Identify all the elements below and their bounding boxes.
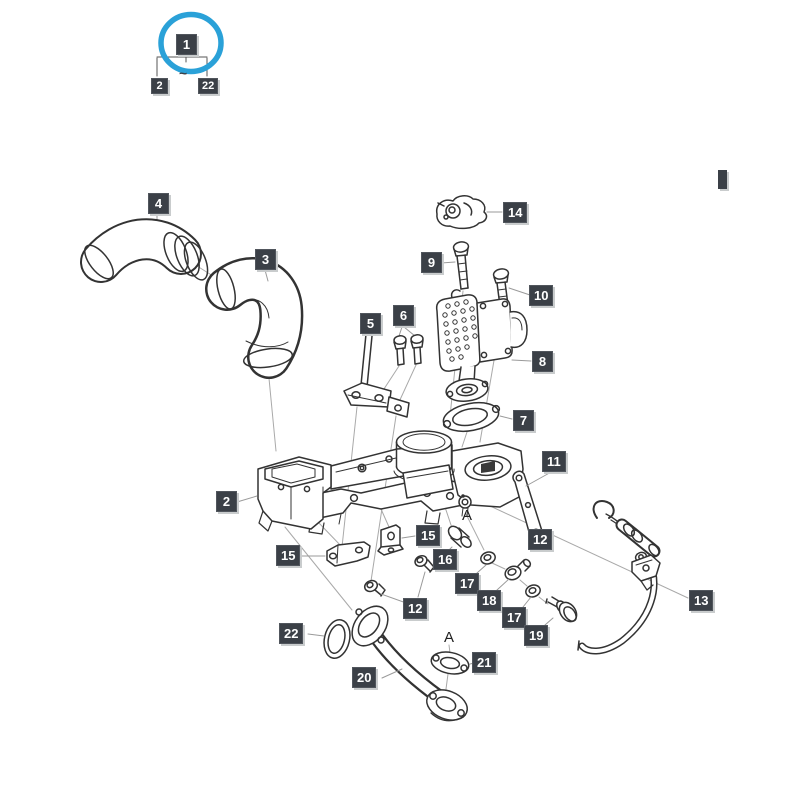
partial-label-edge [718,170,727,189]
part-label-5: 5 [360,313,381,334]
part-label-15-left: 15 [276,545,301,566]
part-label-16: 16 [433,549,458,570]
part-17-washers [476,551,541,608]
part-label-11: 11 [542,451,566,472]
part-label-17-upper: 17 [455,573,480,594]
part-label-4: 4 [148,193,169,214]
part-7-gasket [442,401,513,433]
ref-letter-a-bottom: A [444,629,455,646]
part-21-gasket [430,651,475,675]
part-label-3: 3 [255,249,276,270]
part-label-2-top: 2 [151,78,168,94]
part-label-6: 6 [393,305,414,326]
part-label-12-upper: 12 [528,529,553,550]
part-14-sensor [435,195,503,230]
part-9-bolt [440,241,470,290]
part-label-10: 10 [529,285,554,306]
part-4-hose [80,218,209,283]
part-5-bracket [343,329,410,418]
part-19-banjo-bolt [544,596,578,626]
part-label-17-lower: 17 [502,607,527,628]
part-label-2: 2 [216,491,237,512]
part-label-18: 18 [477,590,502,611]
part-18-elbow-fitting [496,558,532,591]
part-13-sensor-cable [577,500,661,655]
part-label-7: 7 [513,410,534,431]
part-label-22-top: 22 [198,78,219,94]
part-15-brackets [300,524,416,567]
part-16-plug [447,525,472,552]
part-12-bolts [363,554,435,605]
part-22-gasket [307,619,351,659]
part-label-19: 19 [524,625,549,646]
part-label-13: 13 [689,590,714,611]
part-8-egr-valve [435,289,532,402]
part-label-22-bottom: 22 [279,623,304,644]
part-label-20: 20 [352,667,377,688]
part-label-14: 14 [503,202,528,223]
part-20-egr-pipe [351,605,468,722]
ref-letter-a-manifold: A [462,507,473,524]
part-3-elbow-hose [205,257,304,379]
part-label-15-right: 15 [416,525,441,546]
part-label-1: 1 [176,34,197,55]
part-label-21: 21 [472,652,497,673]
part-6-bolts [393,326,424,366]
part-label-12-lower: 12 [403,598,428,619]
part-label-9: 9 [421,252,442,273]
part-label-8: 8 [532,351,553,372]
highlight-circle [158,11,224,75]
part-2-manifold [236,430,524,535]
tilde-mark: ~ [179,65,188,81]
